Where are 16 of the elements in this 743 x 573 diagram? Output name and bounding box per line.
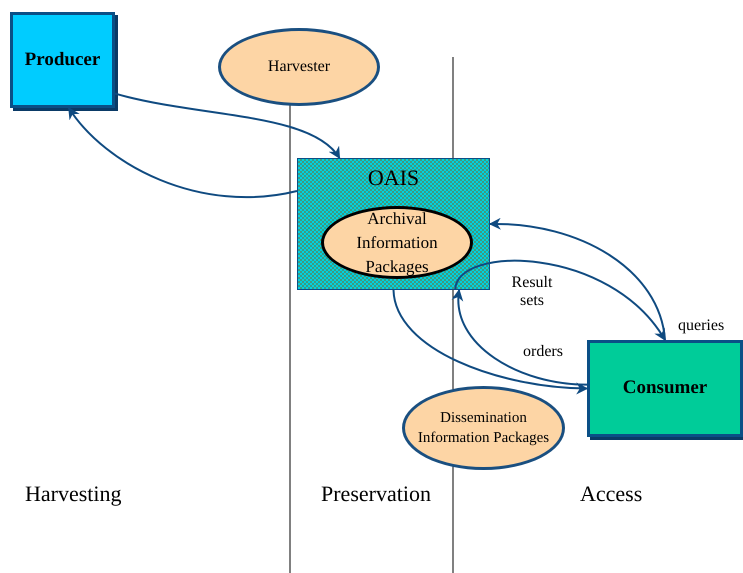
node-label: Consumer (622, 376, 708, 400)
arrow (452, 288, 588, 386)
system-box (297, 158, 490, 290)
arrow (454, 260, 666, 341)
node-label: Dissemination Information Packages (416, 409, 550, 448)
actor-box (10, 12, 115, 108)
arrow (68, 107, 298, 198)
node-label: OAIS (366, 164, 420, 192)
node-label: Producer (24, 48, 102, 72)
arrow (488, 218, 666, 340)
arrow (392, 290, 588, 394)
package-ellipse (321, 206, 473, 279)
node-label: Harvester (266, 57, 332, 77)
arrow (114, 92, 340, 159)
actor-box (587, 340, 743, 437)
node-label: Archival Information Packages (355, 208, 439, 278)
